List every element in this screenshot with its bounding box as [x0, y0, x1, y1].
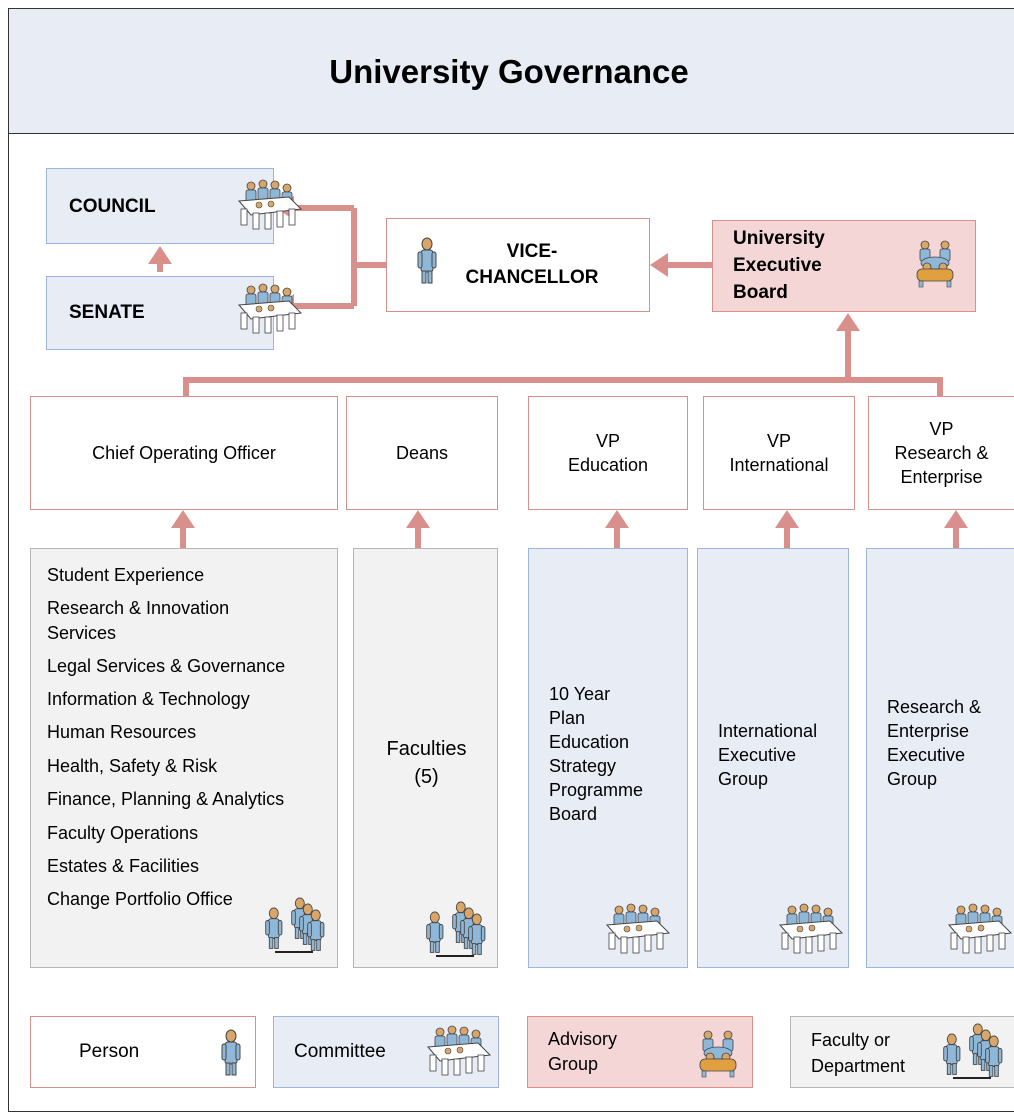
- legend-person-label: Person: [79, 1041, 140, 1062]
- deans-label: Deans: [395, 443, 449, 463]
- faculties-label-line2: (5): [414, 766, 439, 788]
- vp-int-line2: International: [729, 455, 829, 475]
- council-label: COUNCIL: [69, 196, 156, 217]
- int-group-line: Group: [718, 769, 769, 789]
- edu-group-line: Board: [549, 804, 598, 824]
- re-group-line: Group: [887, 769, 938, 789]
- university-executive-board-box: University Executive Board: [712, 220, 976, 312]
- vp-int-line1: VP: [766, 431, 791, 451]
- ueb-label-line3: Board: [733, 282, 788, 303]
- title-banner: University Governance: [8, 8, 1014, 134]
- person-icon: [221, 1029, 241, 1076]
- committee-icon: [779, 903, 843, 954]
- list-item: Human Resources: [47, 722, 197, 742]
- vice-chancellor-box: VICE- CHANCELLOR: [386, 218, 650, 312]
- advisory-group-icon: [916, 240, 954, 288]
- advisory-group-icon: [699, 1030, 737, 1078]
- legend-faculty-line1: Faculty or: [811, 1030, 891, 1050]
- ueb-label-line2: Executive: [733, 255, 822, 276]
- committee-icon: [948, 903, 1012, 954]
- vc-label-line2: CHANCELLOR: [465, 267, 599, 288]
- re-group-line: Enterprise: [887, 721, 970, 741]
- re-group-line: Research &: [887, 697, 982, 717]
- list-item: Estates & Facilities: [47, 856, 200, 876]
- edu-group-line: Strategy: [549, 756, 617, 776]
- department-icon: [424, 901, 488, 963]
- vp-re-line3: Enterprise: [900, 467, 983, 487]
- department-icon: [263, 897, 327, 959]
- legend-committee-label: Committee: [294, 1041, 386, 1062]
- list-item: Faculty Operations: [47, 823, 199, 843]
- list-item: Change Portfolio Office: [47, 889, 233, 909]
- vc-label-line1: VICE-: [506, 241, 558, 262]
- list-item: Finance, Planning & Analytics: [47, 789, 285, 809]
- council-box: COUNCIL: [46, 168, 302, 244]
- edu-group-line: Plan: [549, 708, 586, 728]
- education-strategy-board-box: 10 Year Plan Education Strategy Programm…: [528, 548, 688, 968]
- vp-edu-line2: Education: [567, 455, 649, 475]
- committee-icon: [606, 903, 670, 954]
- deans-box: Deans: [346, 396, 498, 510]
- ueb-label-line1: University: [733, 228, 825, 249]
- senate-label: SENATE: [69, 302, 145, 323]
- list-item: Legal Services & Governance: [47, 656, 286, 676]
- vp-education-box: VP Education: [528, 396, 688, 510]
- int-group-line: Executive: [718, 745, 797, 765]
- legend-committee: Committee: [273, 1016, 499, 1088]
- int-group-line: International: [718, 721, 818, 741]
- vp-re-line1: VP: [929, 419, 954, 439]
- department-icon: [941, 1023, 1005, 1085]
- list-item: Information & Technology: [47, 689, 250, 709]
- edu-group-line: Programme: [549, 780, 644, 800]
- committee-icon: [238, 179, 302, 230]
- list-item: Health, Safety & Risk: [47, 756, 218, 776]
- chief-operating-officer-box: Chief Operating Officer: [30, 396, 338, 510]
- list-item: Research & Innovation: [47, 598, 230, 618]
- re-group-line: Executive: [887, 745, 966, 765]
- committee-icon: [238, 283, 302, 334]
- faculties-label-line1: Faculties: [386, 738, 467, 760]
- legend-faculty-line2: Department: [811, 1056, 906, 1076]
- vp-international-box: VP International: [703, 396, 855, 510]
- committee-icon: [427, 1025, 491, 1076]
- vp-edu-line1: VP: [595, 431, 620, 451]
- legend-advisory-line2: Group: [548, 1054, 599, 1074]
- vp-re-line2: Research &: [894, 443, 989, 463]
- coo-label: Chief Operating Officer: [92, 443, 276, 463]
- international-executive-group-box: International Executive Group: [697, 548, 849, 968]
- list-item: Services: [47, 623, 117, 643]
- research-enterprise-executive-group-box: Research & Enterprise Executive Group: [866, 548, 1014, 968]
- edu-group-line: 10 Year: [549, 684, 611, 704]
- legend-person: Person: [30, 1016, 256, 1088]
- list-item: Student Experience: [47, 565, 205, 585]
- legend-advisory-group: Advisory Group: [527, 1016, 753, 1088]
- senate-box: SENATE: [46, 276, 302, 350]
- edu-group-line: Education: [549, 732, 630, 752]
- faculties-box: Faculties (5): [353, 548, 498, 968]
- page-title: University Governance: [329, 53, 689, 90]
- coo-departments-box: Student Experience Research & Innovation…: [30, 548, 338, 968]
- legend-faculty-department: Faculty or Department: [790, 1016, 1014, 1088]
- vp-research-enterprise-box: VP Research & Enterprise: [868, 396, 1014, 510]
- legend-advisory-line1: Advisory: [548, 1029, 618, 1049]
